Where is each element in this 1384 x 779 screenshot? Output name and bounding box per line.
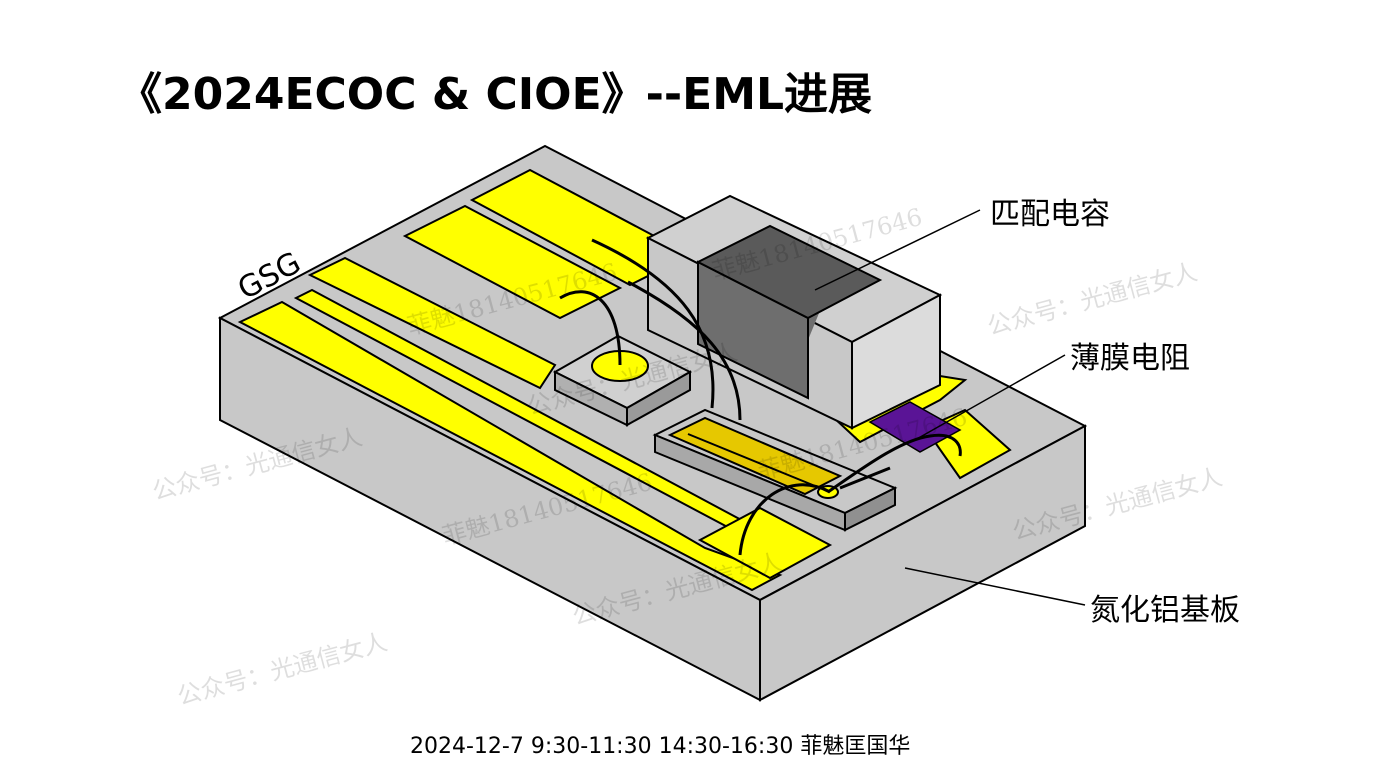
substrate-side	[759, 424, 1086, 702]
watermark: 公众号：光通信女人	[984, 258, 1200, 341]
capacitor-label: 匹配电容	[990, 197, 1110, 232]
matching-capacitor	[645, 194, 943, 430]
bond-wires	[559, 238, 962, 556]
ground-trace-top	[307, 256, 557, 390]
leader-lines	[814, 209, 1086, 606]
thin-film-resistor	[868, 401, 962, 453]
substrate-label: 氮化铝基板	[1090, 593, 1240, 628]
bottom-pad	[697, 506, 833, 580]
resistor-label: 薄膜电阻	[1070, 341, 1190, 376]
upper-pad	[402, 204, 623, 320]
watermark: 公众号：光通信女人	[174, 628, 390, 711]
bond-pad-block	[552, 334, 693, 427]
page-title: 《2024ECOC & CIOE》--EML进展	[118, 69, 873, 120]
footer-caption: 2024-12-7 9:30-11:30 14:30-16:30 菲魅匡国华	[410, 734, 911, 759]
